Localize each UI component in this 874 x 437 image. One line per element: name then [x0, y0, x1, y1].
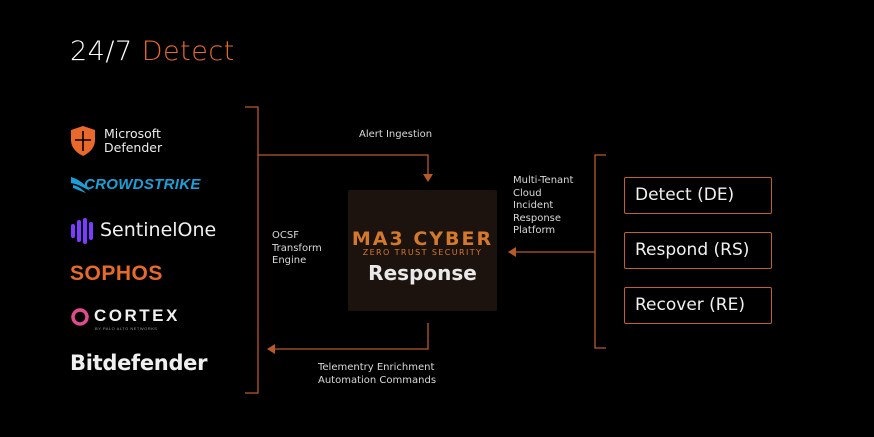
alert-ingestion-label: Alert Ingestion [359, 129, 433, 140]
platform-line: Cloud [513, 187, 542, 199]
telemetry-line [270, 323, 429, 350]
shield-icon [71, 126, 95, 156]
sophos-logo: SOPHOS [70, 262, 163, 286]
ocsf-label: OCSF Transform Engine [272, 230, 322, 268]
page-title: 24/7 Detect [70, 36, 235, 67]
platform-line: Incident [513, 200, 554, 211]
ocsf-line: OCSF [272, 230, 299, 241]
left-bracket [245, 106, 259, 394]
ocsf-line: Transform [272, 242, 322, 254]
bitdefender-logo: Bitdefender [70, 351, 207, 375]
respond-box: Respond (RS) [624, 232, 772, 269]
crowdstrike-text: CROWDSTRIKE [84, 176, 201, 193]
response-box: MA3 CYBER ZERO TRUST SECURITY Response [348, 190, 497, 311]
platform-line: Response [513, 212, 562, 224]
title-highlight: Detect [141, 36, 235, 67]
brand-tagline: ZERO TRUST SECURITY [362, 248, 483, 257]
alert-ingestion-line [258, 154, 429, 178]
telemetry-label: Telementry Enrichment Automation Command… [318, 362, 436, 387]
sentinelone-icon [71, 218, 93, 244]
cortex-text: CORTEX [94, 306, 180, 325]
falcon-icon [71, 177, 90, 193]
microsoft-line2: Defender [104, 140, 163, 155]
detect-box: Detect (DE) [624, 177, 772, 214]
sophos-text: SOPHOS [70, 262, 163, 285]
brand-name: MA3 CYBER [351, 228, 494, 250]
telemetry-line-text: Automation Commands [318, 374, 437, 386]
arrow-down [423, 174, 433, 182]
telemetry-line-text: Telementry Enrichment [318, 362, 435, 373]
title-prefix: 24/7 [70, 36, 133, 67]
recover-box: Recover (RE) [624, 287, 772, 324]
microsoft-line1: Microsoft [104, 126, 161, 141]
bitdefender-text: Bitdefender [70, 351, 208, 375]
right-bracket [594, 154, 606, 349]
arrow-left-center [508, 247, 516, 257]
sentinelone-text: SentinelOne [100, 219, 217, 241]
ocsf-line: Engine [272, 255, 307, 266]
arrow-left-bottom [267, 344, 275, 354]
cortex-subtitle: BY PALO ALTO NETWORKS [95, 326, 158, 331]
platform-label: Multi-Tenant Cloud Incident Response Pla… [513, 175, 573, 238]
response-label: Response [368, 261, 477, 285]
platform-line: Multi-Tenant [513, 175, 574, 186]
platform-line: Platform [513, 225, 556, 236]
cortex-ring-icon [71, 308, 89, 326]
